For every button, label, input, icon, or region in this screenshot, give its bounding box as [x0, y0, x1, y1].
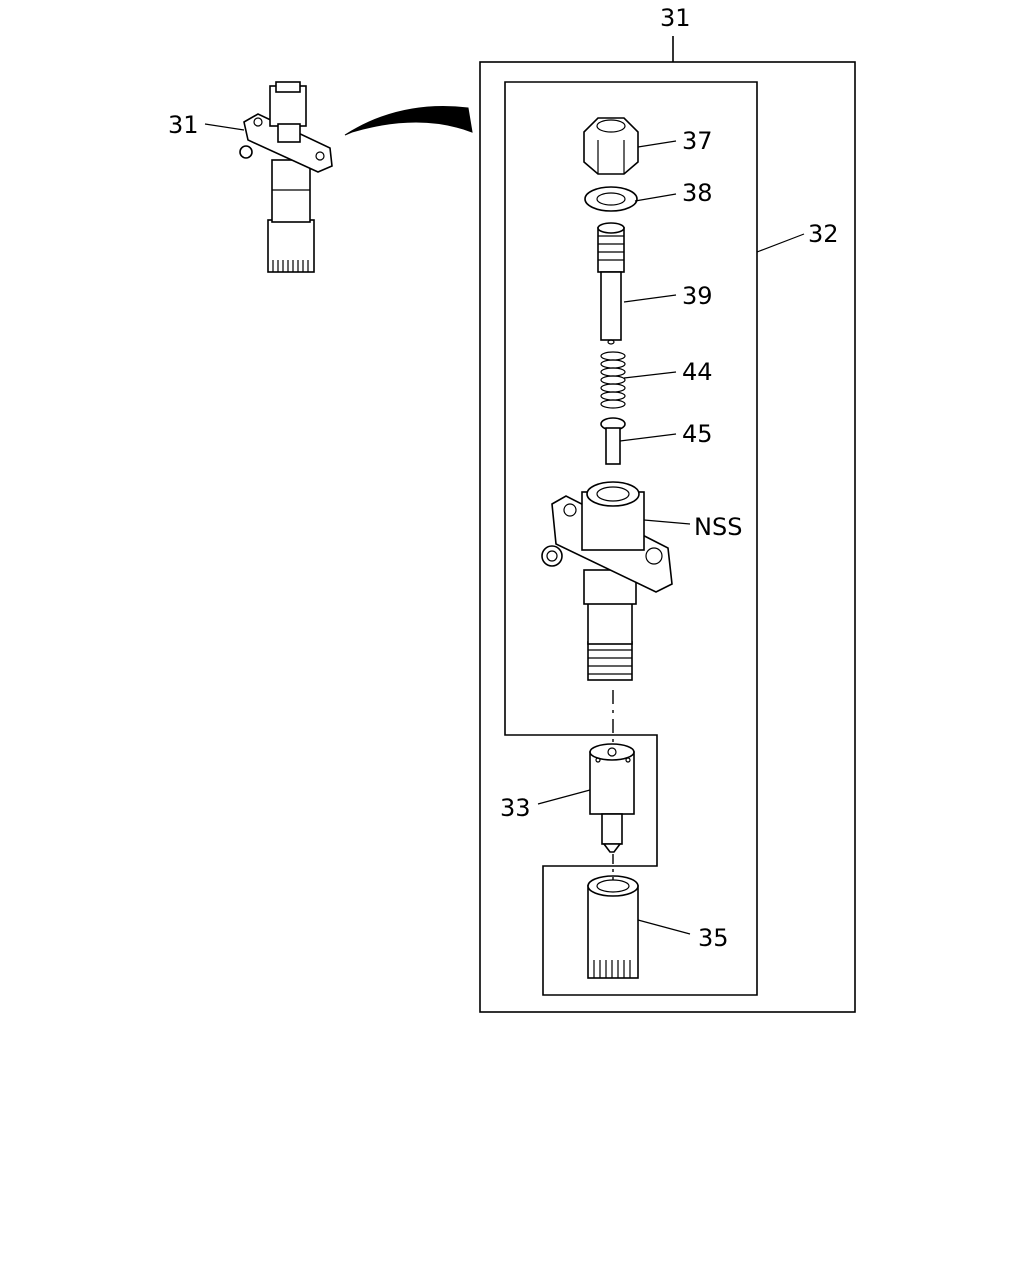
assembly-frame — [479, 36, 856, 1013]
callout-nut: 37 — [682, 127, 713, 155]
callout-spring-seat: 45 — [682, 420, 713, 448]
spring-part — [600, 351, 626, 409]
assembled-injector-thumbnail — [239, 81, 333, 273]
callout-assembly-top: 31 — [660, 4, 691, 32]
nozzle-part — [589, 743, 635, 853]
retaining-nut-part — [587, 875, 639, 979]
nut-part — [583, 117, 639, 175]
callout-retaining-nut: 35 — [698, 924, 729, 952]
body-group-bracket — [504, 81, 758, 996]
callout-nozzle: 33 — [500, 794, 531, 822]
leader-lines — [204, 123, 805, 935]
curved-arrow — [344, 106, 473, 136]
spring-seat-part — [600, 417, 626, 465]
callout-body-group: 32 — [808, 220, 839, 248]
callout-washer: 38 — [682, 179, 713, 207]
push-rod-part — [597, 222, 625, 345]
callout-push-rod: 39 — [682, 282, 713, 310]
holder-body-part — [541, 481, 673, 681]
washer-part — [584, 186, 638, 212]
callout-assembly-side: 31 — [168, 111, 199, 139]
callout-spring: 44 — [682, 358, 713, 386]
callout-holder: NSS — [694, 513, 742, 541]
